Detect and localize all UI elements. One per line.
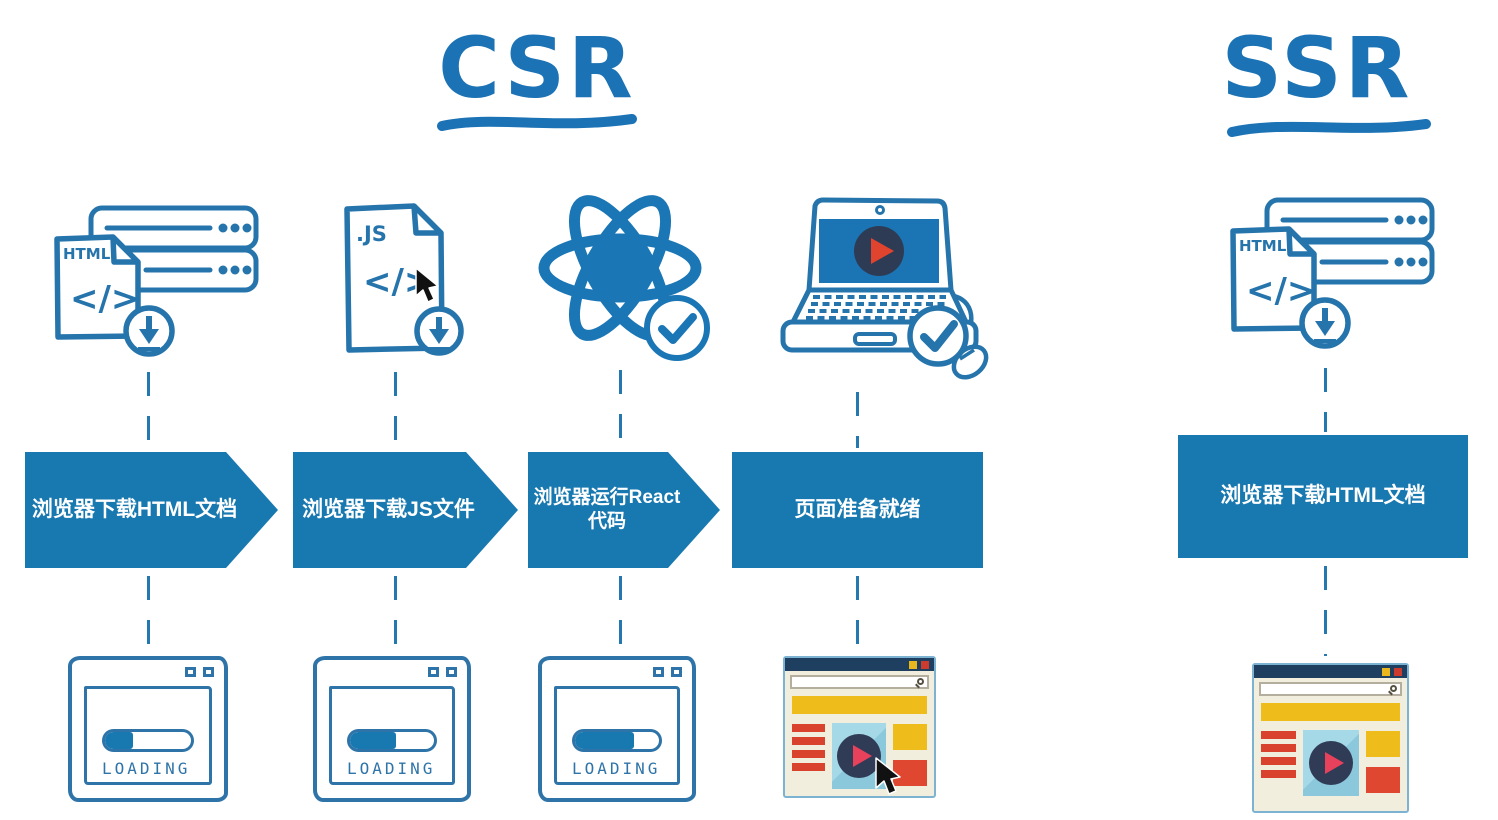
csr-title-underline <box>437 114 637 131</box>
connector-dashed-line <box>856 576 859 654</box>
connector-dashed-line <box>147 372 150 448</box>
mouse-cursor-icon <box>415 267 439 303</box>
connector-dashed-line <box>619 576 622 654</box>
page-header-block <box>792 696 927 714</box>
loading-label: LOADING <box>347 759 436 778</box>
connector-dashed-line <box>394 372 397 448</box>
mouse-cursor-icon <box>875 757 901 795</box>
window-button <box>1382 667 1390 676</box>
browser-title-bar <box>1254 665 1407 678</box>
connector-dashed-line <box>147 576 150 654</box>
step-banner: 浏览器下载HTML文档 <box>25 452 278 568</box>
progress-bar <box>347 729 437 752</box>
window-button <box>909 660 917 669</box>
address-bar <box>790 675 929 689</box>
window-button <box>921 660 929 669</box>
js-file-download-icon: .JS </> <box>344 203 464 356</box>
connector-dashed-line <box>619 370 622 448</box>
ssr-title: SSR <box>1221 19 1413 117</box>
content-block-yellow <box>1366 731 1400 757</box>
page-content <box>1254 696 1407 796</box>
window-button <box>1394 667 1402 676</box>
page-content <box>785 689 934 789</box>
side-blocks <box>1366 730 1400 796</box>
content-block-red <box>893 760 927 786</box>
side-blocks <box>893 723 927 789</box>
browser-title-bar <box>785 658 934 671</box>
download-badge-icon <box>414 306 464 356</box>
text-lines-block <box>792 723 826 789</box>
loading-label: LOADING <box>572 759 661 778</box>
content-block-yellow <box>893 724 927 750</box>
connector-dashed-line <box>856 392 859 448</box>
rendered-page-window <box>783 656 936 798</box>
csr-title: CSR <box>438 19 636 117</box>
code-glyph: </> <box>1246 271 1315 311</box>
connector-dashed-line <box>1324 566 1327 656</box>
play-button <box>837 734 882 778</box>
window-button <box>203 667 214 677</box>
window-button <box>428 667 439 677</box>
browser-loading-window: LOADING <box>68 656 228 802</box>
browser-loading-window: LOADING <box>538 656 696 802</box>
video-player-block <box>832 723 886 789</box>
trackpad <box>853 332 897 346</box>
progress-fill <box>350 732 397 749</box>
window-content-frame: LOADING <box>84 686 212 785</box>
window-content-frame: LOADING <box>329 686 455 785</box>
laptop-video-icon <box>780 197 989 380</box>
html-file-label: HTML <box>63 245 111 263</box>
check-badge-icon <box>907 305 969 367</box>
play-icon <box>1324 752 1344 774</box>
step-banner: 浏览器下载JS文件 <box>293 452 518 568</box>
play-icon <box>871 238 894 264</box>
progress-fill <box>575 732 634 749</box>
window-button <box>653 667 664 677</box>
rendered-page-window <box>1252 663 1409 813</box>
text-lines-block <box>1261 730 1296 796</box>
video-player-block <box>1302 730 1359 796</box>
browser-loading-window: LOADING <box>313 656 471 802</box>
check-badge-icon <box>644 295 710 361</box>
window-button <box>185 667 196 677</box>
magnifier-icon <box>1390 685 1397 692</box>
progress-bar <box>102 729 194 752</box>
play-button <box>1308 741 1353 785</box>
download-badge-icon <box>1299 297 1351 349</box>
window-button <box>671 667 682 677</box>
ssr-title-underline <box>1227 119 1431 137</box>
html-file-label: HTML <box>1239 237 1287 255</box>
webcam-dot <box>875 205 885 215</box>
loading-label: LOADING <box>102 759 191 778</box>
step-banner: 浏览器运行React代码 <box>528 452 720 568</box>
window-content-frame: LOADING <box>554 686 680 785</box>
server-html-download-icon: HTML </> <box>54 205 259 357</box>
connector-dashed-line <box>1324 368 1327 432</box>
progress-bar <box>572 729 662 752</box>
window-button <box>446 667 457 677</box>
js-file-label: .JS <box>356 222 387 246</box>
magnifier-icon <box>917 678 924 685</box>
react-logo-icon <box>538 195 710 361</box>
progress-fill <box>105 732 134 749</box>
step-banner: 页面准备就绪 <box>732 452 983 568</box>
step-banner: 浏览器下载HTML文档 <box>1178 435 1468 558</box>
download-badge-icon <box>123 305 175 357</box>
play-icon <box>853 745 873 767</box>
code-glyph: </> <box>70 279 139 319</box>
page-header-block <box>1261 703 1400 721</box>
address-bar <box>1259 682 1402 696</box>
connector-dashed-line <box>394 576 397 654</box>
server-html-download-icon: HTML </> <box>1230 197 1435 349</box>
content-block-red <box>1366 767 1400 793</box>
